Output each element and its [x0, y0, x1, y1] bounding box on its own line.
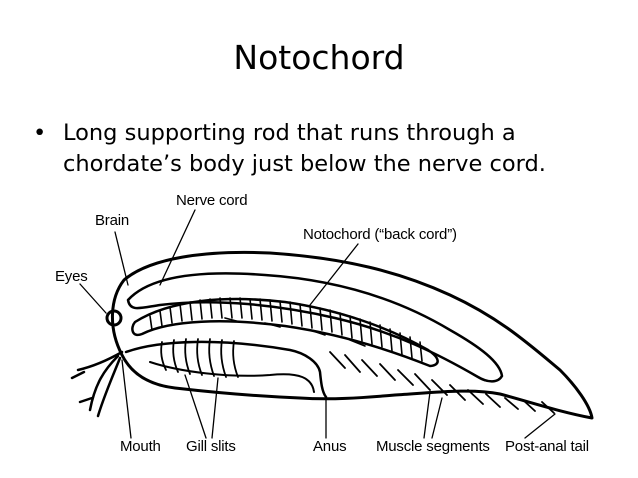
bullet-text: Long supporting rod that runs through a … — [63, 120, 546, 177]
label-anus: Anus — [313, 438, 347, 455]
nerve-cord — [126, 272, 504, 383]
body-outline — [111, 250, 594, 420]
label-muscle-segments: Muscle segments — [376, 438, 490, 455]
eye-spot — [105, 309, 123, 327]
label-nerve-cord: Nerve cord — [176, 192, 248, 209]
gill-slit-lines — [160, 338, 239, 378]
notochord-segments — [149, 297, 423, 362]
muscle-segments — [329, 351, 555, 414]
label-eyes: Eyes — [55, 268, 88, 285]
bullet-point: • Long supporting rod that runs through a… — [33, 118, 623, 180]
label-post-anal-tail: Post-anal tail — [505, 438, 589, 455]
bullet-marker: • — [33, 120, 47, 146]
muscle-dashes — [224, 317, 366, 347]
label-gill-slits: Gill slits — [186, 438, 236, 455]
mouth-cirri — [70, 350, 124, 418]
label-notochord: Notochord (“back cord”) — [303, 226, 457, 243]
slide-title: Notochord — [233, 38, 405, 77]
gut-outline — [124, 340, 328, 399]
pointer-lines — [79, 209, 556, 439]
notochord-rod — [131, 297, 439, 368]
label-mouth: Mouth — [120, 438, 161, 455]
label-brain: Brain — [95, 212, 130, 229]
